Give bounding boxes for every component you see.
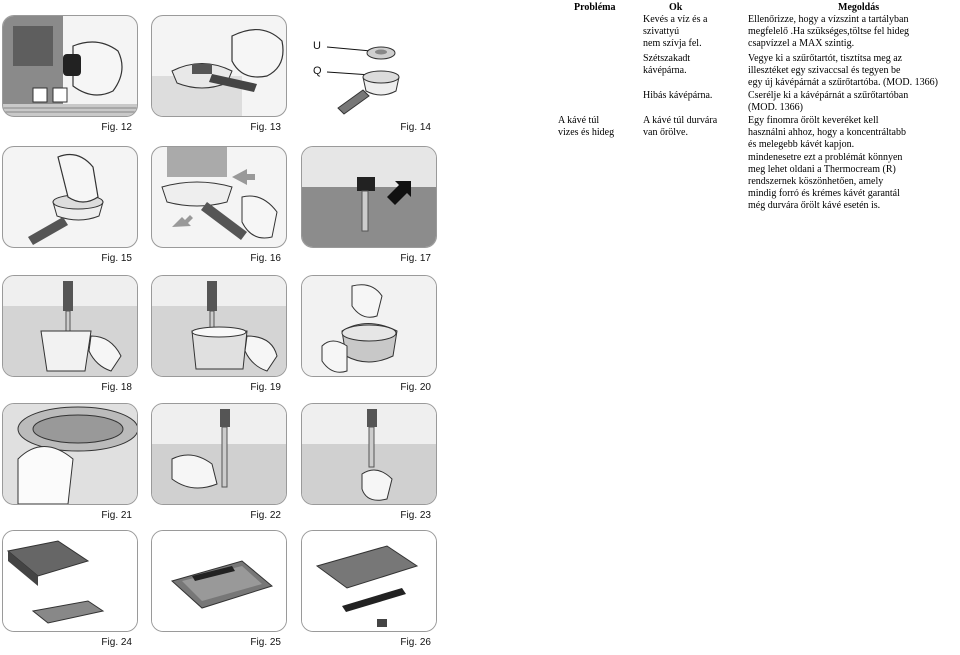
figure-17: Fig. 17 xyxy=(301,146,437,264)
figure-26-illustration xyxy=(301,530,437,632)
solution-line: rendszernek köszönhetően, amely xyxy=(748,176,884,188)
cause-line: kávépárna. xyxy=(643,65,687,77)
figure-15-illustration xyxy=(2,146,138,248)
cause-line: van őrölve. xyxy=(643,127,688,139)
solution-cell: Ellenőrizze, hogy a vízszint a tartályba… xyxy=(748,14,958,51)
solution-cell: Egy finomra őrölt keveréket kell használ… xyxy=(748,115,958,213)
figure-caption: Fig. 14 xyxy=(400,122,431,133)
cause-line: Kevés a víz és a xyxy=(643,14,708,25)
figure-25: Fig. 25 xyxy=(151,530,287,648)
figure-caption: Fig. 19 xyxy=(250,382,281,393)
solution-line: és melegebb kávét kapjon. xyxy=(748,139,855,151)
figure-caption: Fig. 13 xyxy=(250,122,281,133)
figure-20-illustration xyxy=(301,275,437,377)
solution-line: csapvízzel a MAX szintig. xyxy=(748,38,855,50)
header-solution: Megoldás xyxy=(838,2,880,13)
solution-line: Vegye ki a szűrőtartót, tisztítsa meg az xyxy=(748,53,903,64)
header-cause: Ok xyxy=(669,2,683,13)
label-q: Q xyxy=(313,65,322,77)
figure-caption: Fig. 26 xyxy=(400,637,431,648)
figure-18-illustration xyxy=(2,275,138,377)
solution-line: mindenesetre ezt a problémát könnyen xyxy=(748,151,903,163)
solution-line: Ellenőrizze, hogy a vízszint a tartályba… xyxy=(748,14,909,25)
figure-18: Fig. 18 xyxy=(2,275,138,393)
figure-23-illustration xyxy=(301,403,437,505)
figure-20: Fig. 20 xyxy=(301,275,437,393)
figure-19: Fig. 19 xyxy=(151,275,287,393)
figure-13-illustration xyxy=(151,15,287,117)
figure-caption: Fig. 24 xyxy=(101,637,132,648)
figure-caption: Fig. 21 xyxy=(101,510,132,521)
solution-line: még durvára őrölt kávé esetén is. xyxy=(748,200,881,212)
figure-caption: Fig. 22 xyxy=(250,510,281,521)
cause-cell: Hibás kávépárna. xyxy=(643,90,747,102)
solution-line: (MOD. 1366) xyxy=(748,102,803,114)
problem-line: A kávé túl xyxy=(558,115,600,126)
figure-26: Fig. 26 xyxy=(301,530,437,648)
figure-21-illustration xyxy=(2,403,138,505)
figure-12: Fig. 12 xyxy=(2,15,138,133)
figure-15: Fig. 15 xyxy=(2,146,138,264)
figure-16-illustration xyxy=(151,146,287,248)
figure-22: Fig. 22 xyxy=(151,403,287,521)
figure-17-illustration xyxy=(301,146,437,248)
solution-line: Egy finomra őrölt keveréket kell xyxy=(748,115,879,126)
cause-line: nem szívja fel. xyxy=(643,38,702,50)
figure-24: Fig. 24 xyxy=(2,530,138,648)
figure-22-illustration xyxy=(151,403,287,505)
cause-cell: Kevés a víz és a szivattyú nem szívja fe… xyxy=(643,14,747,51)
figure-caption: Fig. 18 xyxy=(101,382,132,393)
figure-12-illustration xyxy=(2,15,138,117)
cause-cell: Szétszakadt kávépárna. xyxy=(643,53,747,77)
figure-caption: Fig. 15 xyxy=(101,253,132,264)
figure-16: Fig. 16 xyxy=(151,146,287,264)
figure-14: U Q Fig. 14 xyxy=(301,15,435,133)
figure-19-illustration xyxy=(151,275,287,377)
figure-caption: Fig. 23 xyxy=(400,510,431,521)
solution-cell: Vegye ki a szűrőtartót, tisztítsa meg az… xyxy=(748,53,958,90)
figure-caption: Fig. 25 xyxy=(250,637,281,648)
solution-line: Cserélje ki a kávépárnát a szűrőtartóban xyxy=(748,90,909,101)
problem-cell: A kávé túl vizes és hideg xyxy=(558,115,642,139)
figure-21: Fig. 21 xyxy=(2,403,138,521)
cause-line: Hibás kávépárna. xyxy=(643,90,713,101)
figure-caption: Fig. 16 xyxy=(250,253,281,264)
figure-23: Fig. 23 xyxy=(301,403,437,521)
label-u: U xyxy=(313,40,321,52)
cause-line: szivattyú xyxy=(643,26,680,38)
solution-line: egy új kávépárnát a szűrőtartóba. (MOD. … xyxy=(748,77,938,89)
figure-13: Fig. 13 xyxy=(151,15,287,133)
cause-cell: A kávé túl durvára van őrölve. xyxy=(643,115,747,139)
figure-caption: Fig. 20 xyxy=(400,382,431,393)
solution-line: meg lehet oldani a Thermocream (R) xyxy=(748,163,896,175)
figure-caption: Fig. 12 xyxy=(101,122,132,133)
cause-line: A kávé túl durvára xyxy=(643,115,718,126)
solution-line: mindig forró és krémes kávét garantál xyxy=(748,188,900,200)
header-problem: Probléma xyxy=(574,2,616,13)
solution-line: illesztéket egy szivaccsal és tegyen be xyxy=(748,65,901,77)
solution-cell: Cserélje ki a kávépárnát a szűrőtartóban… xyxy=(748,90,958,114)
cause-line: Szétszakadt xyxy=(643,53,691,64)
problem-line: vizes és hideg xyxy=(558,127,615,139)
solution-line: használni ahhoz, hogy a koncentráltabb xyxy=(748,127,906,139)
figure-25-illustration xyxy=(151,530,287,632)
figure-24-illustration xyxy=(2,530,138,632)
solution-line: megfelelő .Ha szükséges,töltse fel hideg xyxy=(748,26,910,38)
figure-caption: Fig. 17 xyxy=(400,253,431,264)
